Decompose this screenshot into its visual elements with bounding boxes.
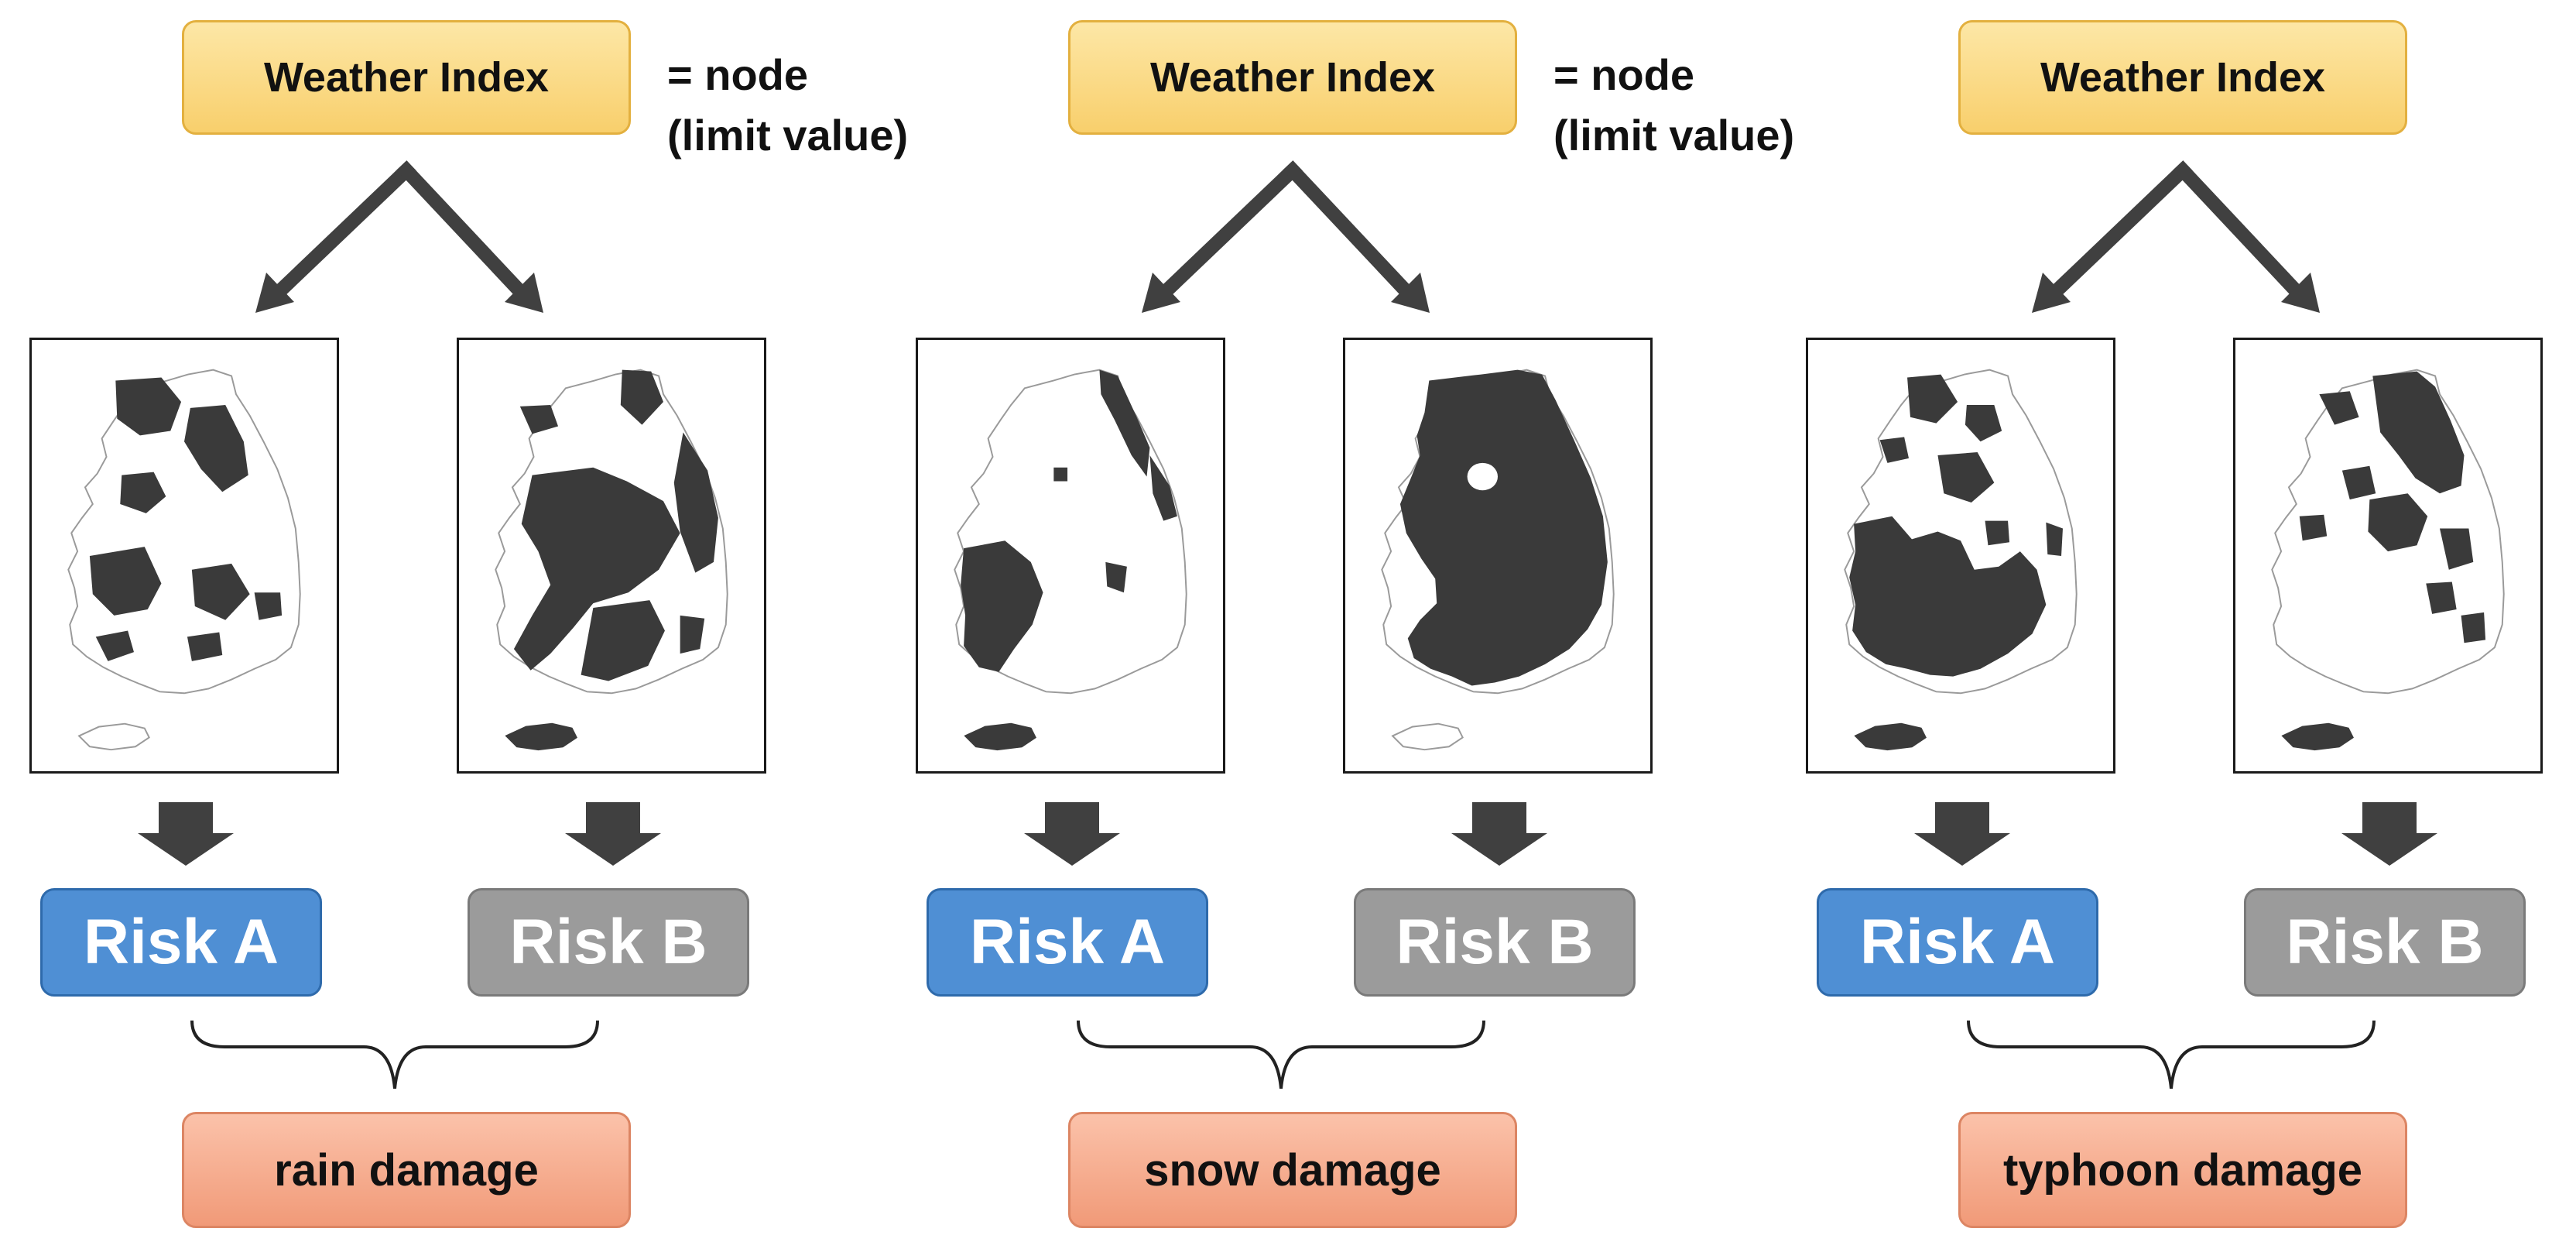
- snow-risk-b-map: [1381, 369, 1615, 751]
- map-risk-b: [1343, 338, 1653, 774]
- flow-arrows: [1914, 160, 2437, 1089]
- typhoon-risk-b-map: [2271, 369, 2505, 751]
- branch-arrow-right-head: [2281, 273, 2320, 313]
- weather-index-box: Weather Index: [182, 20, 631, 135]
- branch-arrow-right-head: [1391, 273, 1430, 313]
- node-annotation-line-1: = node: [667, 50, 809, 99]
- branch-arrow-left: [262, 160, 416, 308]
- node-annotation: = node (limit value): [667, 45, 908, 166]
- damage-type-box: snow damage: [1068, 1112, 1517, 1228]
- node-annotation: = node (limit value): [1553, 45, 1794, 166]
- node-annotation-line-2: (limit value): [1553, 111, 1795, 160]
- grouping-brace: [1967, 1020, 2376, 1089]
- branch-arrow-right: [2173, 160, 2313, 308]
- risk-a-box: Risk A: [40, 888, 322, 997]
- grouping-brace: [190, 1020, 599, 1089]
- branch-arrow-left: [1149, 160, 1303, 308]
- down-arrow-a-icon: [1914, 802, 2010, 866]
- node-annotation-line-2: (limit value): [667, 111, 909, 160]
- risk-b-box: Risk B: [1354, 888, 1636, 997]
- branch-arrow-left: [2039, 160, 2193, 308]
- branch-arrow-right-head: [505, 273, 543, 313]
- map-risk-b: [2233, 338, 2543, 774]
- down-arrow-b-icon: [1451, 802, 1547, 866]
- down-arrow-a-icon: [1024, 802, 1120, 866]
- branch-arrow-left-head: [1142, 273, 1180, 313]
- flow-arrows: [1024, 160, 1547, 1089]
- branch-arrow-left-head: [2032, 273, 2071, 313]
- down-arrow-b-icon: [2341, 802, 2437, 866]
- map-risk-b: [457, 338, 766, 774]
- rain-risk-b-map: [495, 369, 728, 751]
- weather-index-box: Weather Index: [1958, 20, 2407, 135]
- down-arrow-b-icon: [565, 802, 661, 866]
- diagram-group-rain: Weather Index = node (limit value): [0, 0, 908, 1242]
- map-risk-a: [29, 338, 339, 774]
- snow-risk-a-map: [954, 369, 1187, 751]
- grouping-brace: [1077, 1020, 1485, 1089]
- diagram-group-snow: Weather Index = node (limit value): [886, 0, 1794, 1242]
- risk-b-box: Risk B: [2244, 888, 2526, 997]
- flow-arrows: [138, 160, 661, 1089]
- branch-arrow-right: [1283, 160, 1423, 308]
- node-annotation-line-1: = node: [1553, 50, 1695, 99]
- damage-type-box: rain damage: [182, 1112, 631, 1228]
- risk-b-box: Risk B: [468, 888, 749, 997]
- diagram-group-typhoon: Weather Index: [1776, 0, 2576, 1242]
- rain-risk-a-map: [67, 369, 301, 751]
- branch-arrow-right: [396, 160, 536, 308]
- damage-type-box: typhoon damage: [1958, 1112, 2407, 1228]
- map-risk-a: [1806, 338, 2115, 774]
- risk-a-box: Risk A: [927, 888, 1208, 997]
- branch-arrow-left-head: [255, 273, 294, 313]
- risk-a-box: Risk A: [1817, 888, 2098, 997]
- typhoon-risk-a-map: [1844, 369, 2078, 751]
- map-risk-a: [916, 338, 1225, 774]
- down-arrow-a-icon: [138, 802, 234, 866]
- weather-index-box: Weather Index: [1068, 20, 1517, 135]
